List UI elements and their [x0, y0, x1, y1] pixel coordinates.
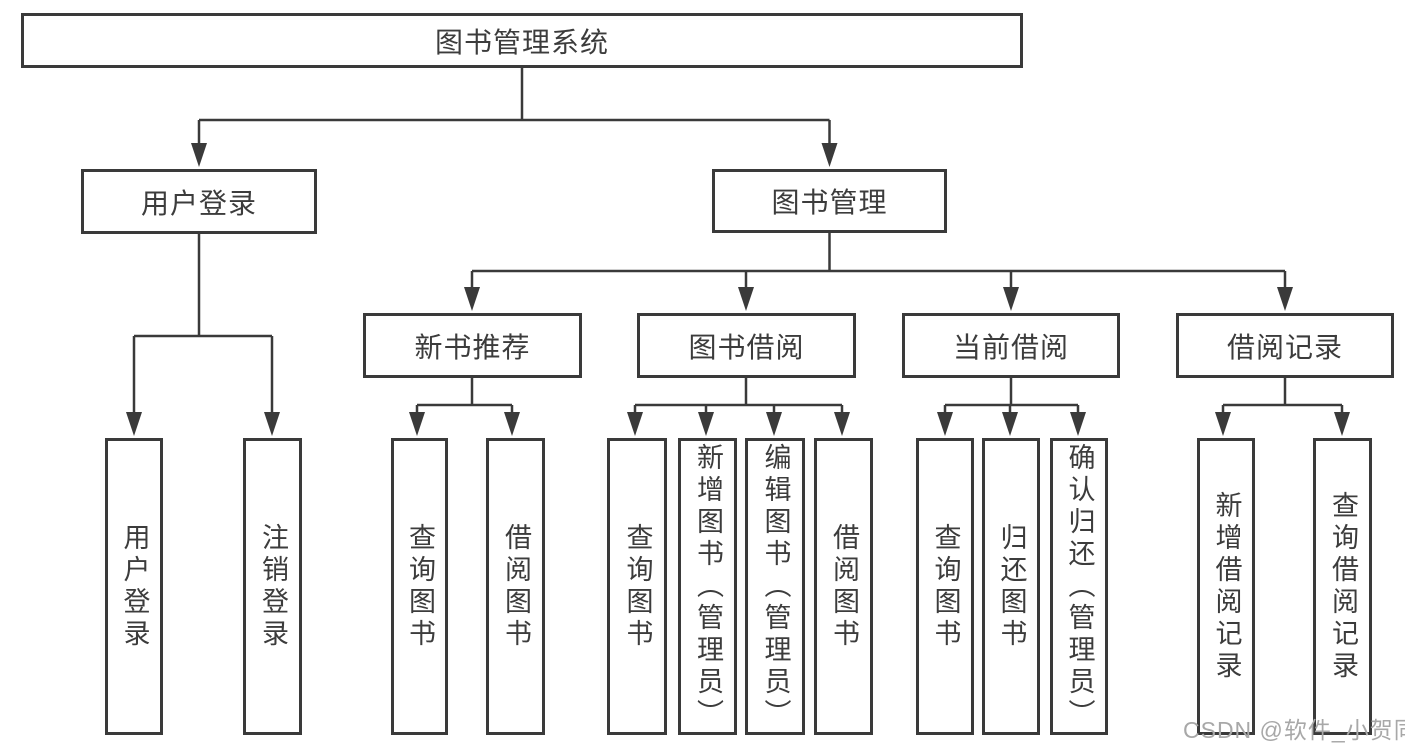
leaf-nb-query-books: 查询图书: [391, 438, 448, 735]
leaf-br-add-record: 新增借阅记录: [1197, 438, 1255, 735]
node-user-login: 用户登录: [81, 169, 317, 234]
leaf-bb-borrow-books: 借阅图书: [814, 438, 873, 735]
leaf-user-login: 用户登录: [105, 438, 163, 735]
leaf-nb-borrow-books-label: 借阅图书: [501, 522, 531, 651]
node-book-borrow: 图书借阅: [637, 313, 856, 378]
leaf-bb-query-books: 查询图书: [607, 438, 667, 735]
leaf-user-login-label: 用户登录: [119, 522, 150, 651]
leaf-cb-query-books-label: 查询图书: [930, 522, 961, 651]
leaf-cb-confirm-return-admin-label: 确认归还（管理员）: [1064, 442, 1095, 731]
node-borrow-records: 借阅记录: [1176, 313, 1394, 378]
leaf-bb-query-books-label: 查询图书: [622, 522, 653, 651]
leaf-cb-return-books-label: 归还图书: [996, 522, 1027, 651]
leaf-logout-label: 注销登录: [258, 522, 288, 651]
leaf-cb-query-books: 查询图书: [916, 438, 974, 735]
node-book-management: 图书管理: [712, 169, 947, 233]
leaf-bb-edit-books-admin: 编辑图书（管理员）: [745, 438, 805, 735]
leaf-logout: 注销登录: [243, 438, 302, 735]
node-root-system: 图书管理系统: [21, 13, 1023, 68]
leaf-br-query-record-label: 查询借阅记录: [1328, 490, 1358, 683]
node-current-borrow: 当前借阅: [902, 313, 1120, 378]
leaf-cb-confirm-return-admin: 确认归还（管理员）: [1050, 438, 1108, 735]
leaf-cb-return-books: 归还图书: [982, 438, 1040, 735]
leaf-nb-query-books-label: 查询图书: [405, 522, 435, 651]
leaf-nb-borrow-books: 借阅图书: [486, 438, 545, 735]
leaf-br-query-record: 查询借阅记录: [1313, 438, 1372, 735]
leaf-bb-edit-books-admin-label: 编辑图书（管理员）: [760, 442, 791, 731]
watermark-csdn: CSDN @软件_小贺同学: [1183, 717, 1405, 743]
node-new-book-recommend: 新书推荐: [363, 313, 582, 378]
leaf-bb-add-books-admin-label: 新增图书（管理员）: [693, 442, 723, 731]
leaf-bb-borrow-books-label: 借阅图书: [829, 522, 859, 651]
leaf-bb-add-books-admin: 新增图书（管理员）: [678, 438, 737, 735]
leaf-br-add-record-label: 新增借阅记录: [1211, 490, 1242, 683]
